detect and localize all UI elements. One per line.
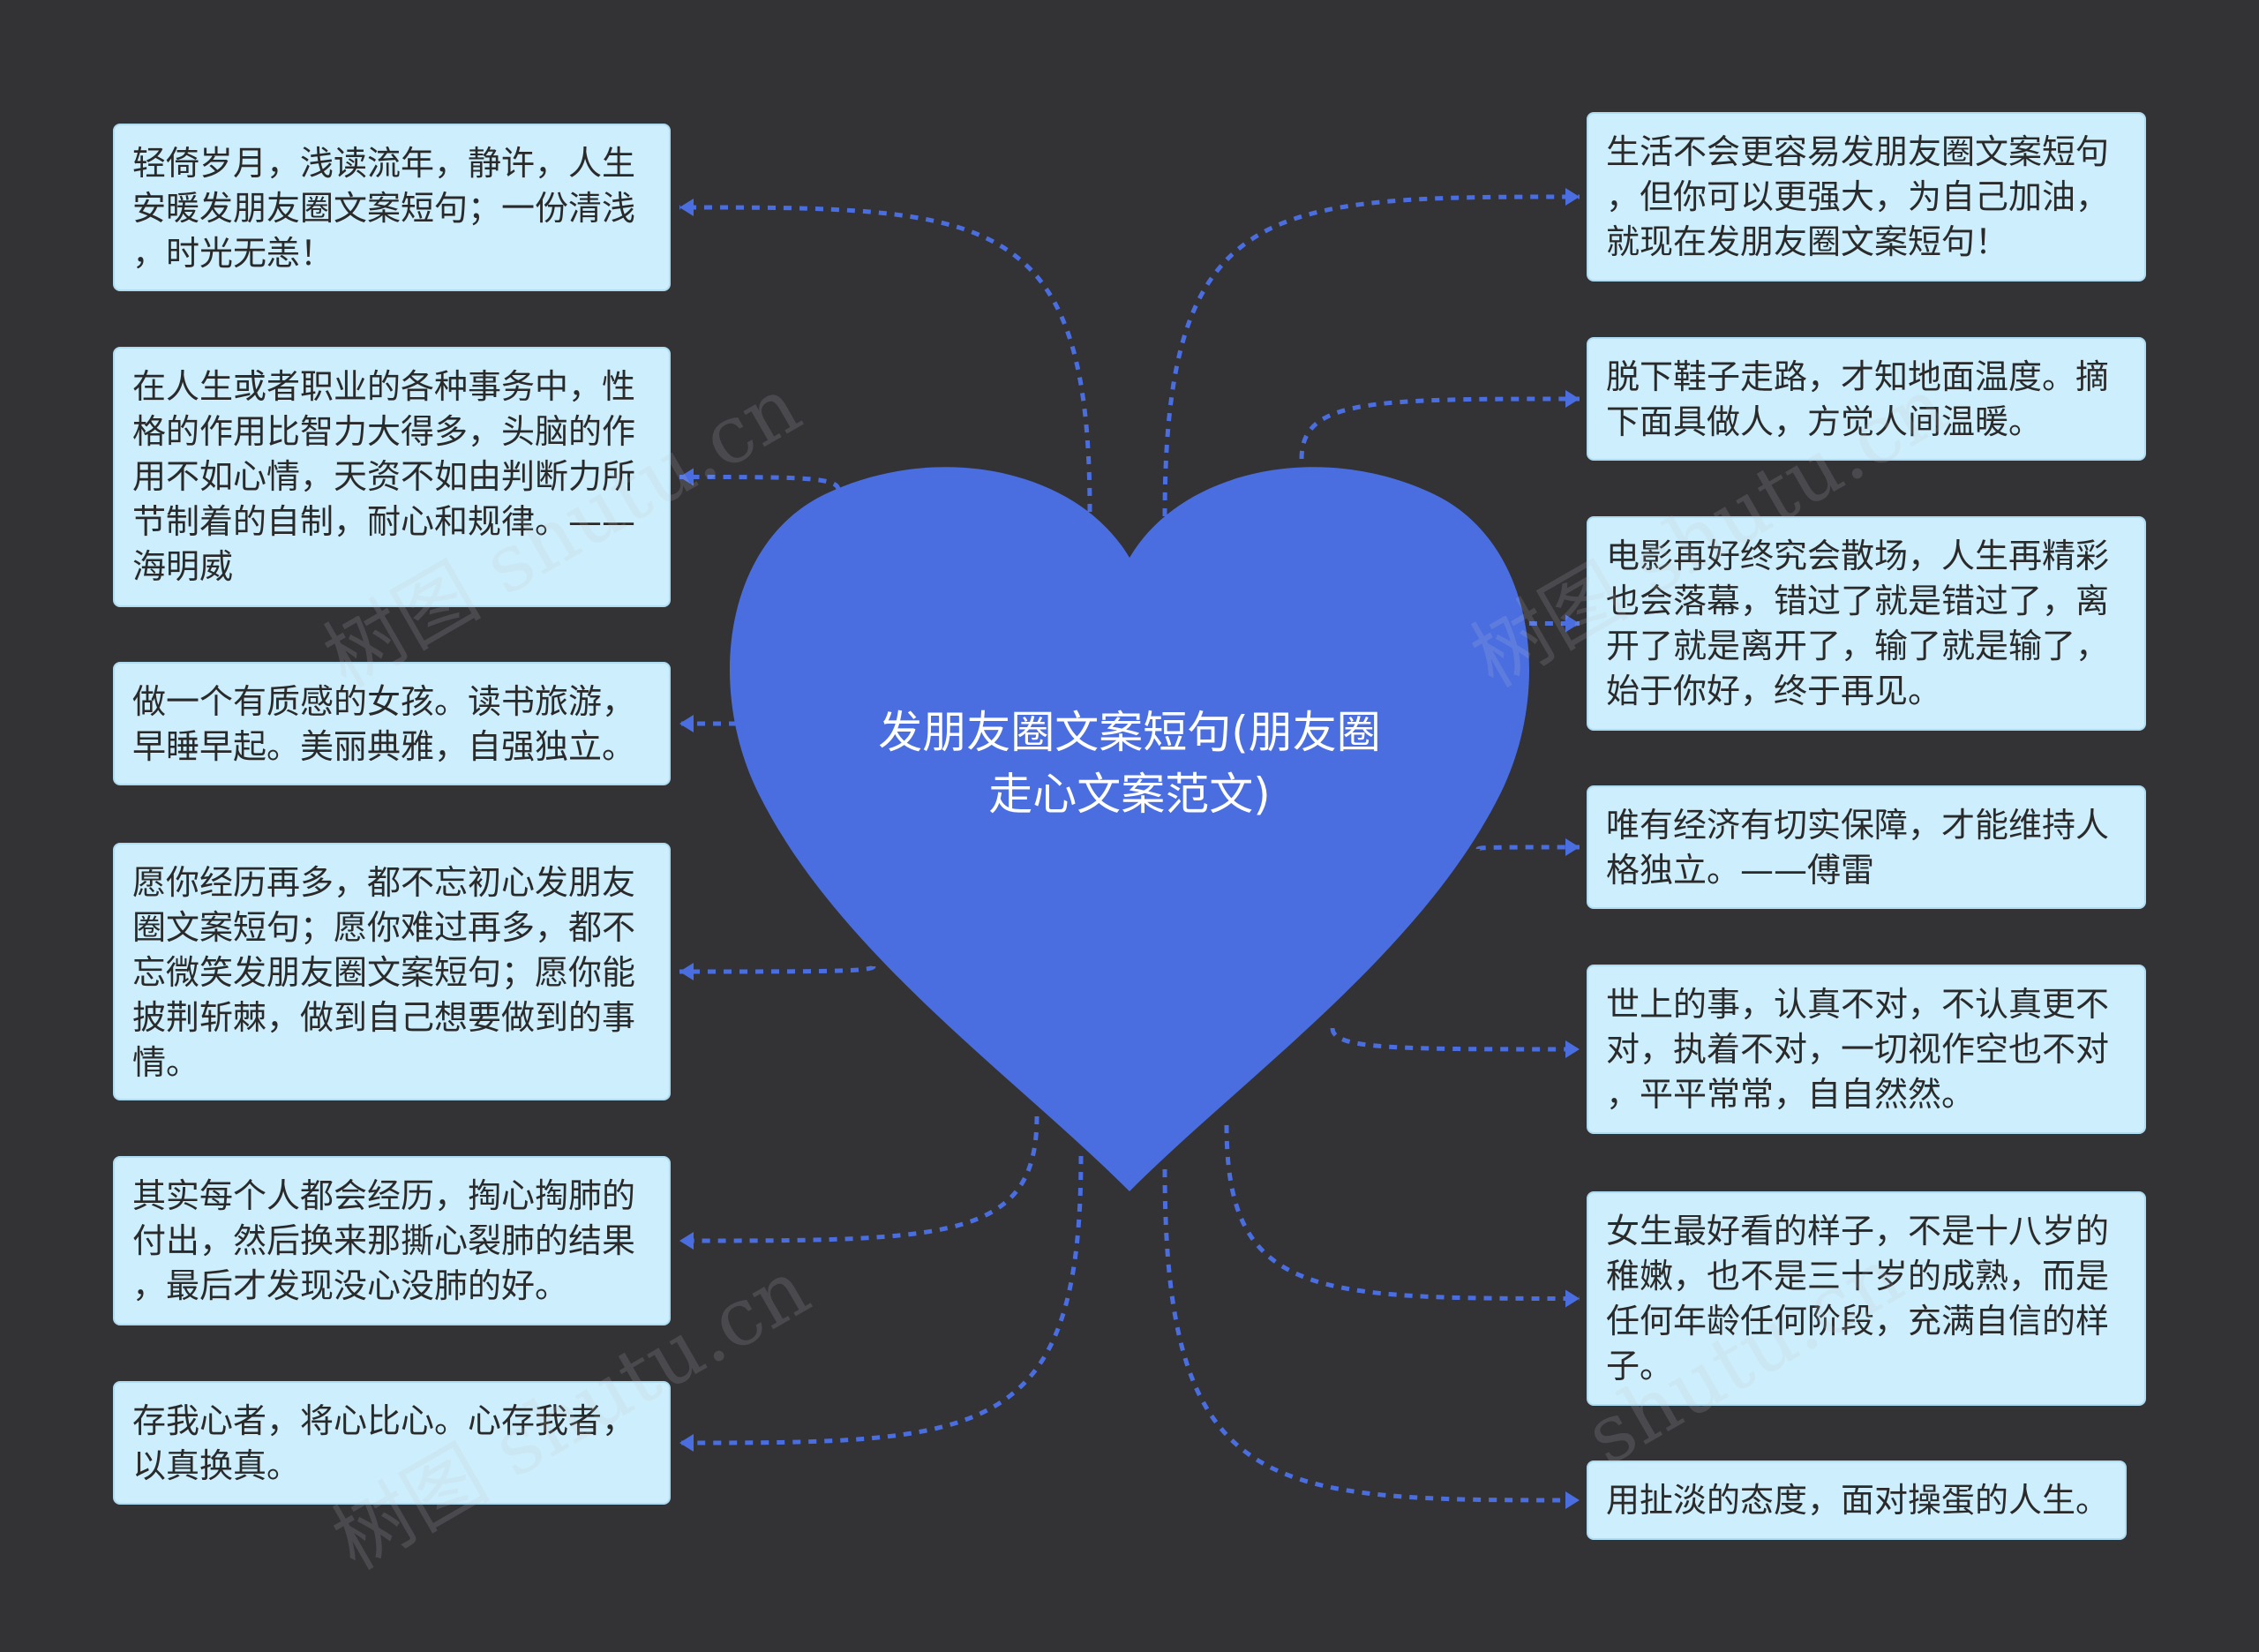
topic-node-r7[interactable]: 用扯淡的态度，面对操蛋的人生。 [1587,1461,2127,1540]
topic-node-text-line: 唯有经济有切实保障，才能维持人 [1606,806,2110,845]
topic-node-text-line: 也会落幕，错过了就是错过了，离 [1606,582,2110,620]
topic-node-l4[interactable]: 愿你经历再多，都不忘初心发朋友圈文案短句；愿你难过再多，都不忘微笑发朋友圈文案短… [113,843,671,1100]
topic-node-text-line: 格独立。——傅雷 [1606,851,1875,890]
topic-node-text-line: 脱下鞋子走路，才知地面温度。摘 [1606,357,2110,396]
topic-node-text-line: 下面具做人，方觉人间温暖。 [1606,402,2043,441]
arrowhead-r4 [1565,838,1580,856]
arrowhead-r1 [1565,188,1580,206]
topic-node-text-line: 用不如心情，天资不如由判断力所 [132,457,636,496]
connector-r7 [1162,1168,1580,1503]
arrowhead-r2 [1565,390,1580,408]
topic-node-text-line: 早睡早起。美丽典雅，自强独立。 [132,727,636,766]
connector-r2 [1299,396,1580,460]
topic-node-text-line: 圈文案短句；愿你难过再多，都不 [132,908,636,947]
topic-node-l6[interactable]: 存我心者，将心比心。心存我者， 以真换真。 [113,1381,671,1505]
topic-node-text-line: 女生最好看的样子，不是十八岁的 [1606,1212,2110,1250]
topic-node-text-line: 生活不会更容易发朋友圈文案短句 [1606,132,2110,171]
central-topic[interactable]: 发朋友圈文案短句(朋友圈 走心文案范文) [821,702,1438,825]
topic-node-text-line: 其实每个人都会经历，掏心掏肺的 [132,1176,636,1215]
topic-node-text-line: 披荆斩棘，做到自己想要做到的事 [132,998,636,1037]
connector-l1 [679,205,1092,513]
topic-node-text-line: 轻倚岁月，浅读流年，静许，人生 [132,144,636,183]
topic-node-l2[interactable]: 在人生或者职业的各种事务中，性格的作用比智力大得多，头脑的作用不如心情，天资不如… [113,347,671,607]
topic-node-text-line: 节制着的自制，耐心和规律。—— [132,502,636,541]
connector-l5 [679,1115,1039,1243]
topic-node-text-line: ，但你可以更强大，为自己加油， [1606,177,2110,216]
topic-node-l3[interactable]: 做一个有质感的女孩。读书旅游， 早睡早起。美丽典雅，自强独立。 [113,662,671,785]
topic-node-r6[interactable]: 女生最好看的样子，不是十八岁的稚嫩，也不是三十岁的成熟，而是任何年龄任何阶段，充… [1587,1191,2146,1406]
connector-r4 [1475,845,1580,852]
central-topic-line: 发朋友圈文案短句(朋友圈 [878,707,1381,758]
topic-node-text-line: 始于你好，终于再见。 [1606,672,1942,710]
topic-node-r4[interactable]: 唯有经济有切实保障，才能维持人格独立。——傅雷 [1587,785,2146,909]
topic-node-text-line: 对，执着不对，一切视作空也不对 [1606,1030,2110,1069]
topic-node-text-line: 愿你经历再多，都不忘初心发朋友 [132,863,636,902]
topic-node-text-line: 安暖发朋友圈文案短句；一份清浅 [132,189,636,228]
topic-node-text-line: 付出，然后换来那撕心裂肺的结果 [132,1221,636,1260]
central-heart [730,467,1529,1191]
arrowhead-l4 [679,963,694,980]
topic-node-text-line: ，平平常常，自自然然。 [1606,1075,1976,1114]
connector-l2 [679,475,841,491]
topic-node-l5[interactable]: 其实每个人都会经历，掏心掏肺的付出，然后换来那撕心裂肺的结果 ，最后才发现没心没肺… [113,1156,671,1325]
topic-node-text-line: 存我心者，将心比心。心存我者， [132,1401,636,1440]
topic-node-r2[interactable]: 脱下鞋子走路，才知地面温度。摘下面具做人，方觉人间温暖。 [1587,337,2146,461]
topic-node-text-line: 用扯淡的态度，面对操蛋的人生。 [1606,1481,2110,1520]
topic-node-text-line: ，最后才发现没心没肺的好。 [132,1266,569,1305]
arrowhead-r7 [1565,1491,1580,1509]
topic-node-text-line: 格的作用比智力大得多，头脑的作 [132,412,636,451]
arrowhead-r3 [1565,614,1580,633]
arrowhead-l3 [679,715,694,732]
topic-node-text-line: 忘微笑发朋友圈文案短句；愿你能 [132,953,636,992]
topic-node-text-line: 情。 [132,1043,200,1082]
topic-node-text-line: 开了就是离开了，输了就是输了， [1606,627,2110,665]
connector-l4 [679,965,876,974]
connector-r1 [1162,194,1580,517]
arrowhead-l6 [679,1434,694,1452]
topic-node-text-line: 以真换真。 [132,1446,301,1485]
topic-node-r1[interactable]: 生活不会更容易发朋友圈文案短句 ，但你可以更强大，为自己加油， 就现在发朋友圈文案短… [1587,112,2146,282]
topic-node-text-line: 做一个有质感的女孩。读书旅游， [132,682,636,721]
connector-l6 [679,1155,1084,1446]
topic-node-text-line: 任何年龄任何阶段，充满自信的样 [1606,1302,2110,1340]
arrowhead-r6 [1565,1289,1580,1308]
arrowhead-l1 [679,199,694,216]
topic-node-r3[interactable]: 电影再好终究会散场，人生再精彩也会落幕，错过了就是错过了，离开了就是离开了，输了… [1587,516,2146,731]
topic-node-text-line: 在人生或者职业的各种事务中，性 [132,367,636,406]
topic-node-text-line: 就现在发朋友圈文案短句！ [1606,222,2009,261]
arrowhead-l2 [679,468,694,486]
topic-node-text-line: 子。 [1606,1347,1674,1385]
arrowhead-r5 [1565,1040,1580,1058]
topic-node-text-line: 海明威 [132,547,234,586]
arrowhead-l5 [679,1232,694,1250]
topic-node-text-line: 电影再好终究会散场，人生再精彩 [1606,537,2110,575]
topic-node-l1[interactable]: 轻倚岁月，浅读流年，静许，人生安暖发朋友圈文案短句；一份清浅 ，时光无恙！ [113,124,671,291]
topic-node-text-line: 世上的事，认真不对，不认真更不 [1606,985,2110,1024]
topic-node-r5[interactable]: 世上的事，认真不对，不认真更不对，执着不对，一切视作空也不对 ，平平常常，自自然然… [1587,965,2146,1134]
topic-node-text-line: ，时光无恙！ [132,234,334,273]
central-topic-line: 走心文案范文) [988,769,1271,820]
topic-node-text-line: 稚嫩，也不是三十岁的成熟，而是 [1606,1257,2110,1295]
